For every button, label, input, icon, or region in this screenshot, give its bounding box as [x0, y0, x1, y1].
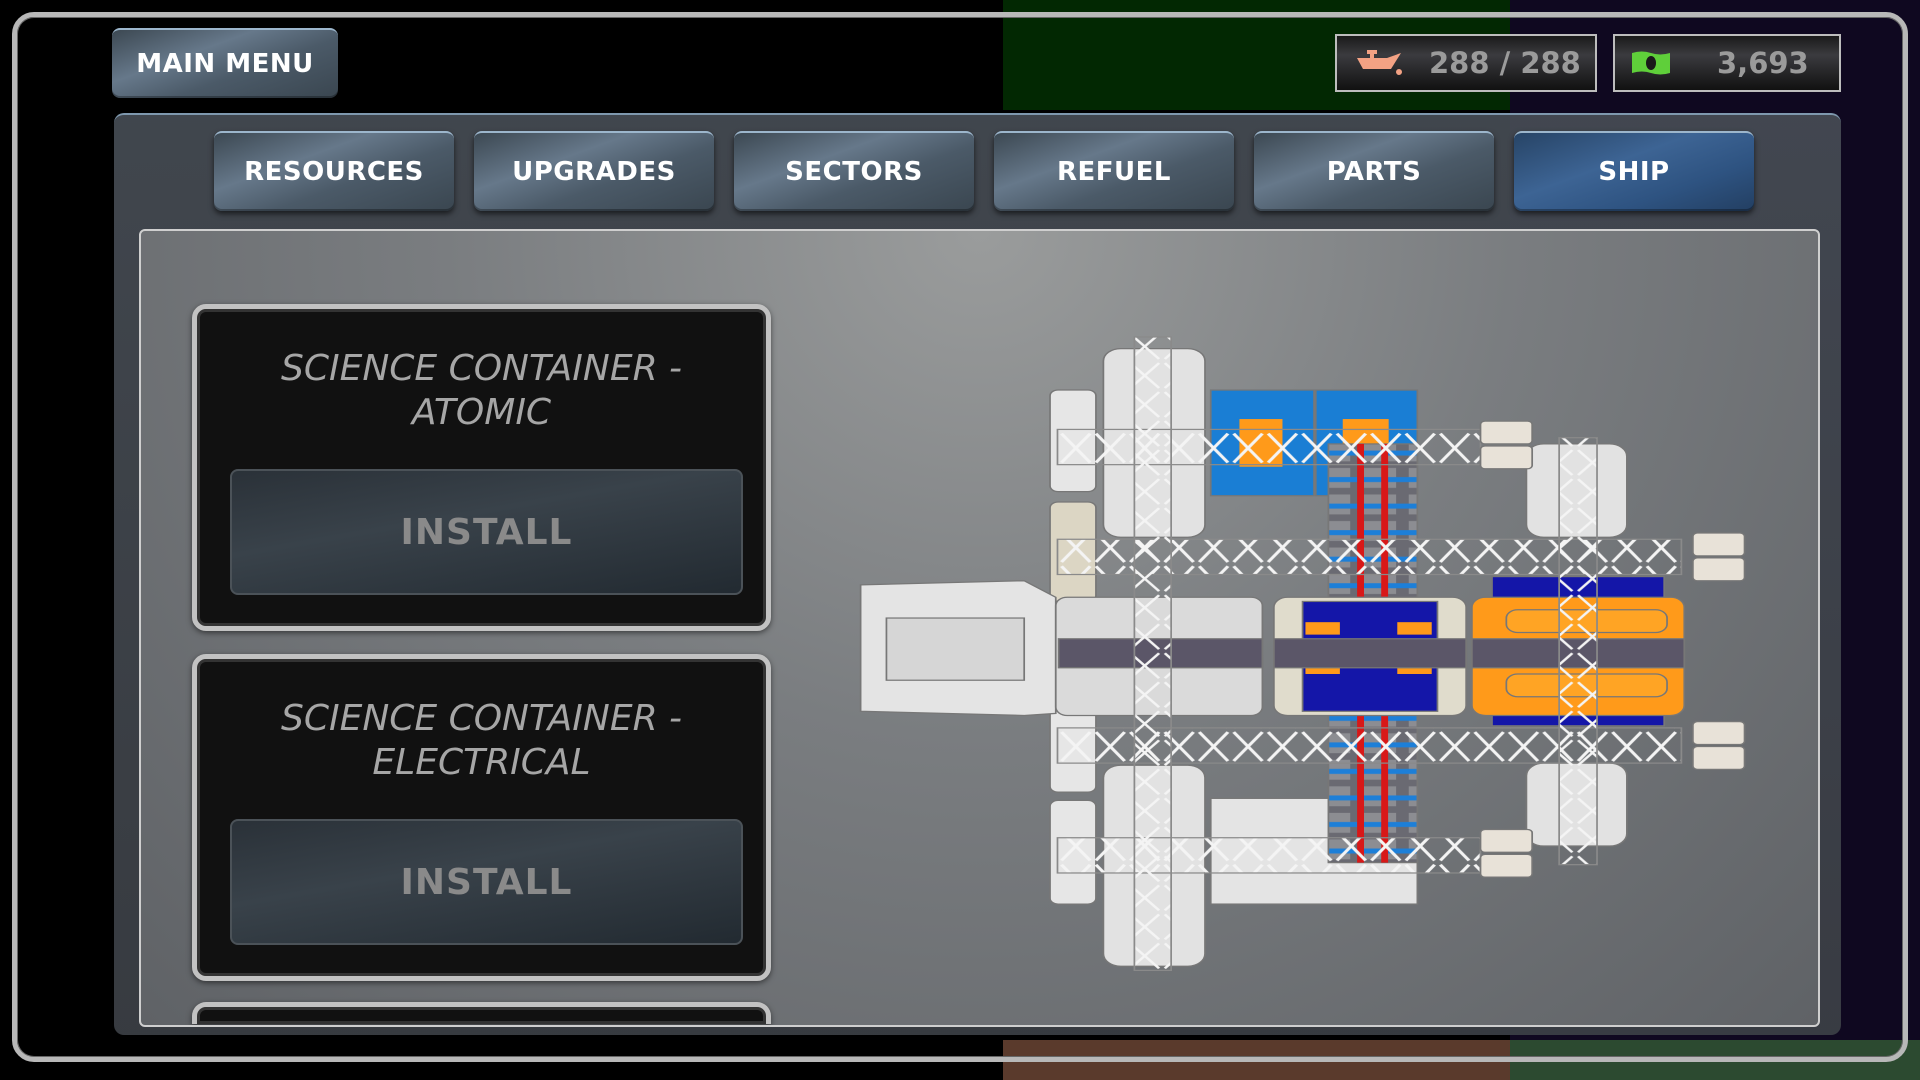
tab-parts[interactable]: PARTS: [1254, 131, 1494, 211]
ship-trusses: [1056, 336, 1683, 972]
tab-sectors[interactable]: SECTORS: [734, 131, 974, 211]
part-card: SCIENCE CONTAINER - ATOMIC INSTALL: [192, 304, 771, 631]
fuel-counter: 288 / 288: [1335, 34, 1597, 92]
install-button[interactable]: INSTALL: [230, 469, 743, 595]
oil-can-icon: [1357, 50, 1402, 75]
ship-blueprint[interactable]: [852, 332, 1752, 982]
cash-icon: [1632, 51, 1670, 75]
fuel-value: 288 / 288: [1429, 46, 1581, 80]
tab-refuel[interactable]: REFUEL: [994, 131, 1234, 211]
money-counter: 3,693: [1613, 34, 1841, 92]
part-title: SCIENCE CONTAINER - ATOMIC: [280, 348, 683, 433]
tab-upgrades[interactable]: UPGRADES: [474, 131, 714, 211]
main-menu-button[interactable]: MAIN MENU: [112, 28, 338, 98]
part-card: SCIENCE CONTAINER - ELECTRICAL INSTALL: [192, 654, 771, 981]
install-button[interactable]: INSTALL: [230, 819, 743, 945]
part-title: SCIENCE CONTAINER - ELECTRICAL: [280, 698, 683, 783]
part-card-partial: [192, 1002, 771, 1024]
ship-view: SCIENCE CONTAINER - ATOMIC INSTALL SCIEN…: [139, 229, 1820, 1027]
ship-thrusters: [1479, 420, 1746, 878]
tab-ship[interactable]: SHIP: [1514, 131, 1754, 211]
parts-list[interactable]: SCIENCE CONTAINER - ATOMIC INSTALL SCIEN…: [141, 231, 841, 1025]
money-value: 3,693: [1717, 46, 1809, 80]
tab-resources[interactable]: RESOURCES: [214, 131, 454, 211]
window-frame: [12, 12, 1908, 1062]
